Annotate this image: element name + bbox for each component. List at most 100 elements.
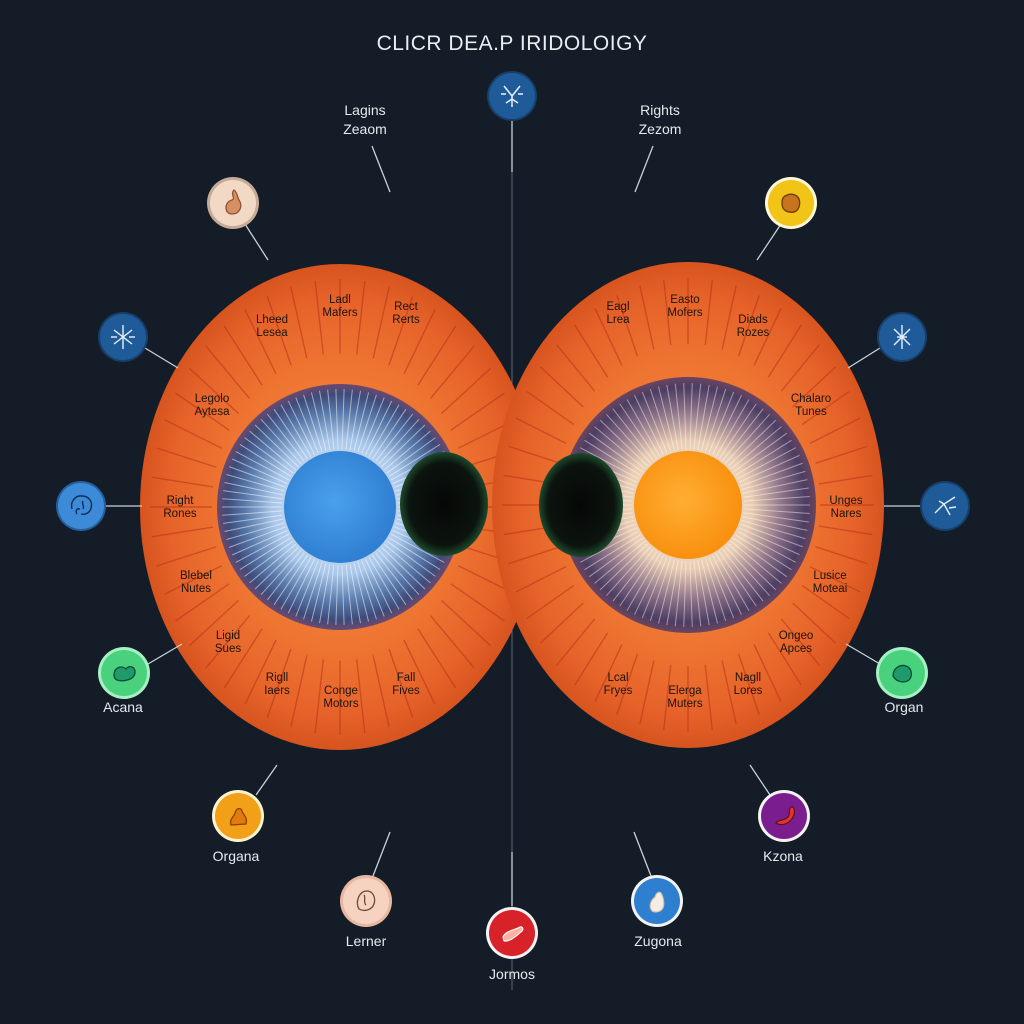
nerve-icon-right-upper[interactable] (879, 314, 925, 360)
iris-fibre (364, 558, 393, 614)
iris-fibre (616, 295, 639, 357)
iris-fibre (239, 444, 292, 477)
right-dark-spot (539, 453, 623, 557)
nerve-icon-left[interactable] (100, 314, 146, 360)
iris-fibre (175, 392, 230, 431)
iris-fibre (649, 388, 672, 452)
iris-fibre (735, 534, 792, 571)
iris-fibre (335, 389, 339, 450)
iris-fibre (266, 413, 305, 462)
iris-fibre (361, 397, 385, 454)
iris-fibre (290, 655, 308, 728)
iris-fibre (689, 383, 693, 450)
icon-label: Acana (103, 699, 143, 715)
iris-fibre (738, 527, 800, 556)
iris-fibre (697, 560, 710, 626)
heart-glyph (502, 926, 524, 942)
iris-fibre (341, 564, 345, 625)
intestine-icon-right[interactable] (761, 793, 807, 839)
iris-fibre (721, 660, 737, 725)
iris-fibre (266, 296, 292, 366)
iris-fibre (235, 451, 290, 481)
lung-icon-left[interactable] (343, 878, 389, 924)
iris-fibre (417, 628, 457, 689)
brain-icon-left[interactable] (58, 483, 104, 529)
iris-fibre (378, 418, 420, 465)
heart-icon-bottom[interactable] (489, 910, 535, 956)
iris-fibre (792, 602, 837, 644)
iris-fibre (372, 286, 390, 359)
iris-fibre (526, 390, 575, 426)
stomach-icon-left[interactable] (210, 180, 256, 226)
iris-fibre (815, 546, 868, 565)
iris-fibre (526, 584, 575, 620)
iris-fibre (780, 344, 821, 392)
iris-fibre (767, 632, 802, 686)
iris-fibre (708, 391, 735, 454)
iris-fibre (580, 447, 639, 480)
iris-fibre (725, 414, 771, 464)
iris-fibre (641, 556, 668, 619)
iris-fibre (205, 345, 251, 399)
iris-fibre (164, 565, 223, 595)
iris-fibre (223, 514, 283, 524)
iris-fibre (742, 516, 808, 531)
iris-fibre (388, 444, 441, 477)
right-pupil (634, 451, 742, 559)
iris-fibre (381, 546, 426, 590)
iris-fibre (743, 512, 809, 523)
iris-fibre (727, 419, 777, 467)
iris-fibre (737, 653, 760, 715)
iris-fibre (450, 583, 505, 622)
iris-fibre (515, 566, 567, 593)
iris-fibre (375, 413, 414, 462)
liver-icon-right[interactable] (768, 180, 814, 226)
iris-fibre (801, 390, 850, 426)
iris-fibre (704, 664, 713, 731)
iris-fibre (574, 632, 609, 686)
iris-fibre (616, 653, 639, 715)
iris-fibre (693, 560, 702, 627)
iris-fibre (722, 408, 764, 462)
pancreas-icon-left[interactable] (215, 793, 261, 839)
iris-fibre (353, 563, 370, 622)
iris-fibre (725, 546, 771, 596)
iris-fibre (273, 408, 308, 460)
kidney-icon-right[interactable] (879, 650, 925, 696)
brain-glyph (70, 495, 93, 515)
gallbladder-icon-right[interactable] (634, 878, 680, 924)
top-nerve-icon[interactable] (489, 73, 535, 119)
iris-fibre (224, 518, 284, 533)
nerve-icon-right-lower[interactable] (922, 483, 968, 529)
iris-fibre (319, 390, 331, 450)
iris-fibre (704, 279, 713, 346)
left-iris (140, 264, 540, 750)
liver-glyph (781, 193, 801, 213)
intestine-glyph (775, 806, 796, 826)
iris-fibre (327, 564, 335, 625)
iris-fibre (701, 559, 718, 624)
iris-fibre (663, 279, 672, 346)
kidney-icon-left[interactable] (101, 650, 147, 696)
iris-fibre (386, 437, 436, 474)
iris-fibre (222, 510, 283, 516)
iris-fibre (164, 419, 223, 449)
iris-fibre (730, 426, 782, 470)
iris-fibre (254, 546, 299, 590)
iris-fibre (594, 540, 646, 584)
iris-fibre (508, 445, 561, 464)
iris-fibre (674, 560, 683, 627)
iris-fibre (594, 426, 646, 470)
diagram-title: CLICR DEA.P IRIDOLOIGY (376, 32, 648, 55)
iris-fibre (730, 540, 782, 584)
iris-fibre (605, 414, 651, 464)
iris-fibre (403, 309, 436, 375)
